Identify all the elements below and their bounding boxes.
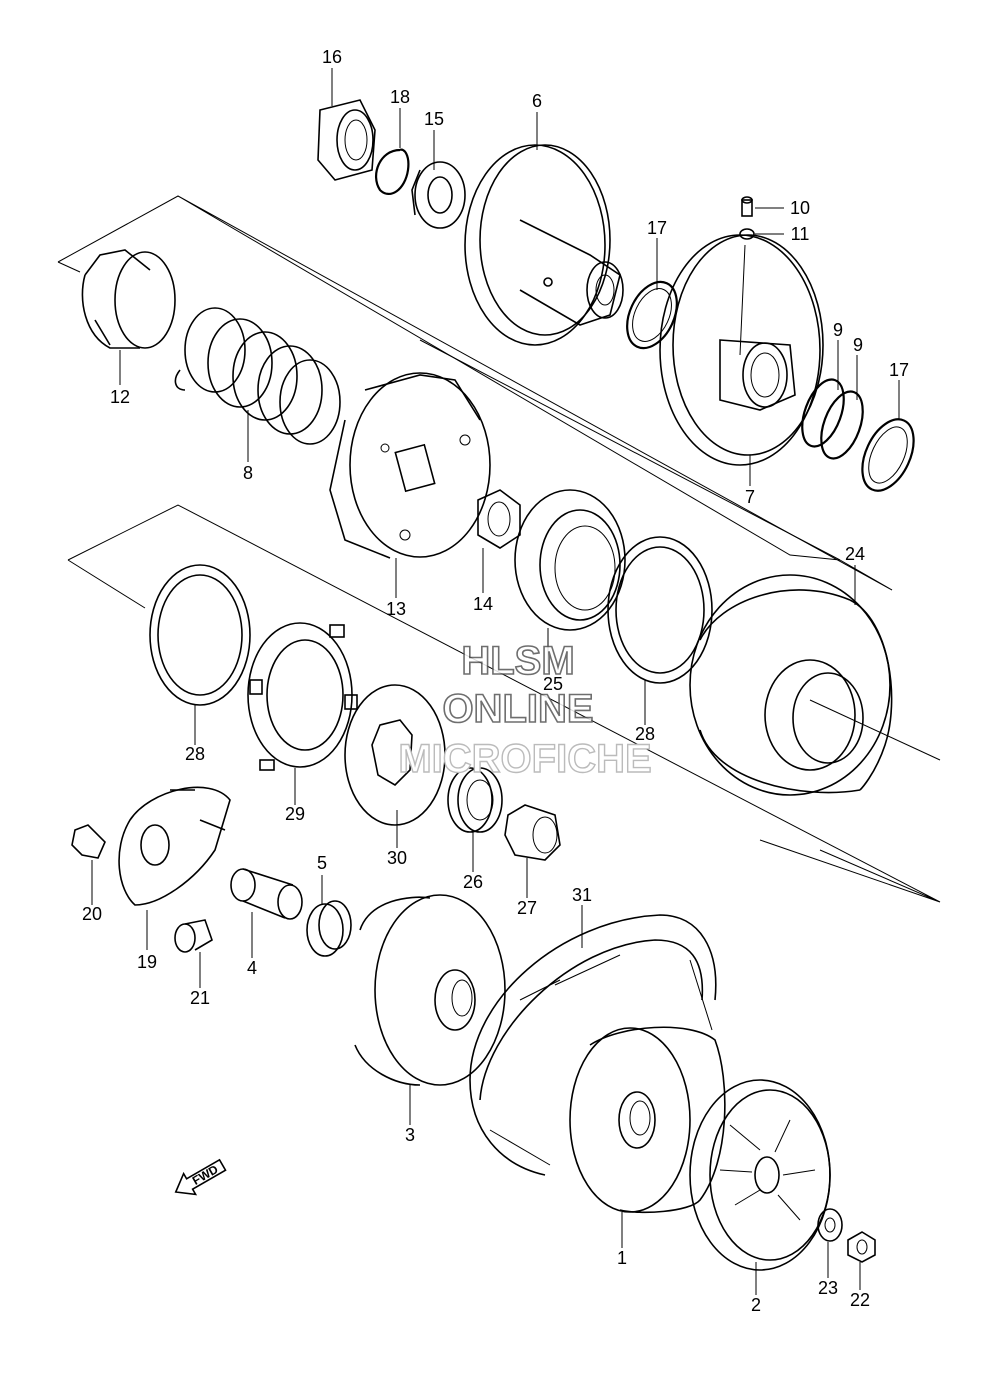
- part-21-bushing: [174, 919, 213, 953]
- watermark: HLSM ONLINE MICROFICHE: [398, 638, 653, 782]
- callout-24: 24: [845, 544, 865, 564]
- part-8-spring: [174, 307, 341, 445]
- callout-18: 18: [390, 87, 410, 107]
- callout-2: 2: [751, 1295, 761, 1315]
- callout-28b: 28: [635, 724, 655, 744]
- callout-13: 13: [386, 599, 406, 619]
- fwd-arrow-icon: FWD: [174, 1158, 227, 1196]
- part-23-washer: [817, 1208, 843, 1242]
- part-14-nut: [477, 489, 521, 549]
- callout-14: 14: [473, 594, 493, 614]
- callout-1: 1: [617, 1248, 627, 1268]
- callout-6: 6: [532, 91, 542, 111]
- part-18-circlip: [375, 148, 410, 195]
- part-17b-seal: [861, 418, 915, 492]
- part-1-drive-face: [569, 1026, 726, 1214]
- watermark-line-1: HLSM: [461, 639, 574, 683]
- part-30-lock-plate: [344, 684, 446, 826]
- callout-30: 30: [387, 848, 407, 868]
- part-6-driven-face: [464, 144, 624, 346]
- part-5-spacer: [306, 900, 352, 957]
- part-20-clip: [71, 824, 106, 859]
- callout-21: 21: [190, 988, 210, 1008]
- lower-group-outline: [67, 504, 941, 903]
- part-25-seal: [514, 489, 626, 631]
- callout-16: 16: [322, 47, 342, 67]
- leader-lines: [91, 68, 900, 1295]
- callout-27: 27: [517, 898, 537, 918]
- part-16-needle-bearing: [317, 99, 376, 181]
- upper-group-outline-bottom: [419, 339, 841, 561]
- part-13-clutch-shoe: [329, 372, 491, 559]
- part-27-nut: [504, 804, 561, 861]
- callout-17b: 17: [889, 360, 909, 380]
- part-31-v-belt: [469, 914, 717, 1176]
- callout-26: 26: [463, 872, 483, 892]
- callout-28a: 28: [185, 744, 205, 764]
- part-2-fan-pulley: [689, 1079, 831, 1271]
- part-15-bearing: [411, 161, 466, 229]
- part-4-sleeve: [230, 868, 303, 920]
- part-3-movable-drive-face: [354, 894, 506, 1086]
- part-10-pin: [741, 196, 753, 217]
- part-26-collar: [447, 767, 503, 833]
- callout-29: 29: [285, 804, 305, 824]
- callout-9a: 9: [833, 320, 843, 340]
- upper-group-outline: [57, 195, 893, 591]
- part-24-clutch-housing: [689, 574, 941, 796]
- watermark-line-2: ONLINE: [442, 687, 593, 731]
- callout-25: 25: [543, 674, 563, 694]
- callout-9b: 9: [853, 335, 863, 355]
- part-11-roller: [739, 228, 755, 240]
- callout-17a: 17: [647, 218, 667, 238]
- callout-19: 19: [137, 952, 157, 972]
- callout-11: 11: [791, 224, 810, 244]
- part-12-spring-seat: [81, 249, 176, 349]
- part-29-lock-washer: [247, 622, 358, 771]
- callout-10: 10: [790, 198, 810, 218]
- callout-5: 5: [317, 853, 327, 873]
- callout-31: 31: [572, 885, 592, 905]
- callout-22: 22: [850, 1290, 870, 1310]
- callout-23: 23: [818, 1278, 838, 1298]
- callout-7: 7: [745, 487, 755, 507]
- part-28b-washer: [607, 536, 713, 684]
- part-19-roller-cam: [118, 786, 231, 906]
- callout-4: 4: [247, 958, 257, 978]
- part-22-nut: [847, 1231, 876, 1263]
- watermark-line-3: MICROFICHE: [398, 737, 651, 781]
- part-17a-ring: [626, 280, 678, 350]
- callout-3: 3: [405, 1125, 415, 1145]
- part-callouts: 16 18 15 6 17 10 11 9 9 17 7 12 8 13 14 …: [82, 47, 909, 1315]
- callout-20: 20: [82, 904, 102, 924]
- part-28a-washer: [149, 564, 251, 706]
- part-9b-o-ring: [820, 390, 864, 460]
- part-9a-o-ring: [801, 378, 845, 448]
- callout-12: 12: [110, 387, 130, 407]
- part-7-sliding-driven-face: [659, 234, 824, 466]
- callout-15: 15: [424, 109, 444, 129]
- callout-8: 8: [243, 463, 253, 483]
